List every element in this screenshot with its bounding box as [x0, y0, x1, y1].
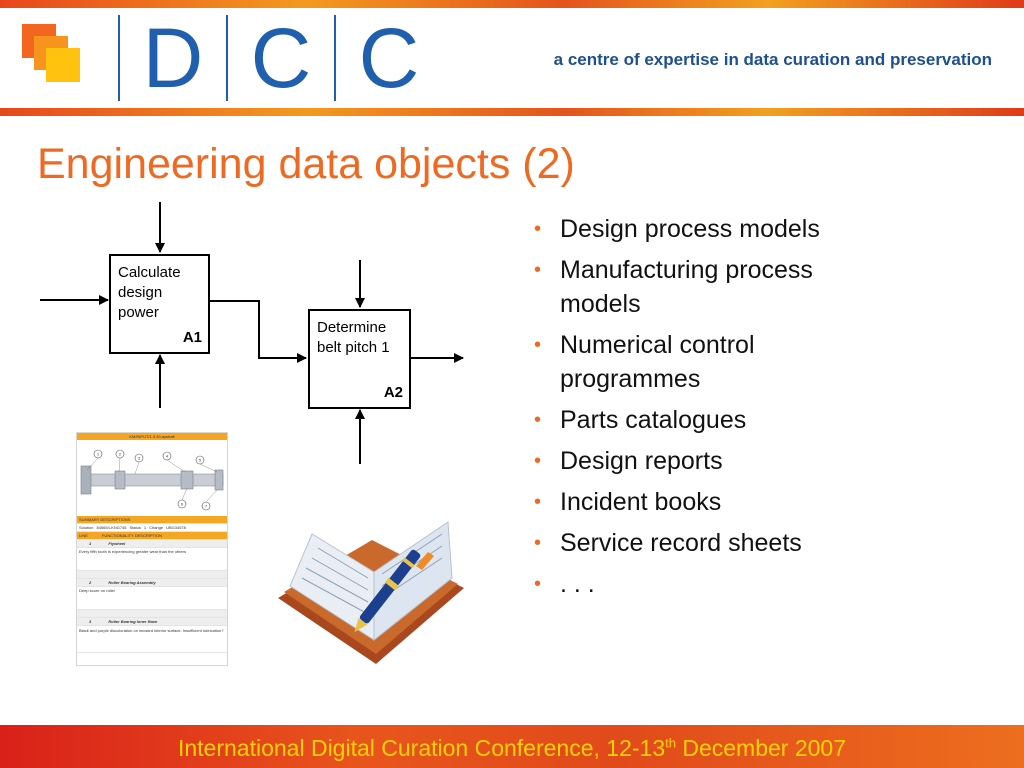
box-a1-label: Calculate design power — [118, 264, 181, 321]
box-a1-id: A1 — [182, 329, 202, 346]
report-summary-header: SUMMARY DESCRIPTIONS — [77, 516, 227, 524]
header-tagline: a centre of expertise in data curation a… — [553, 50, 992, 69]
bullet-list: •Design process models •Manufacturing pr… — [532, 212, 892, 608]
footer-text: International Digital Curation Conferenc… — [177, 735, 846, 761]
report-item-note: Black and purple discoloration on innwar… — [77, 626, 227, 653]
logo-letter-c2: C — [358, 11, 420, 105]
report-line-header: LINE FUNCTIONALITY DESCRIPTION — [77, 532, 227, 540]
bullet-item: •Design reports — [532, 444, 892, 478]
bullet-dot-icon: • — [534, 259, 542, 281]
bullet-item: •Manufacturing process models — [532, 253, 892, 321]
callout-label: 5 — [199, 458, 202, 463]
dcc-logo-squares-icon — [22, 24, 92, 94]
callout-label: 4 — [166, 454, 169, 459]
callout-label: 3 — [138, 456, 141, 461]
process-box-a1: Calculate design power A1 — [109, 254, 210, 354]
bullet-dot-icon: • — [534, 334, 542, 356]
bullet-dot-icon: • — [534, 532, 542, 554]
report-item: 1 Flywheel — [77, 540, 227, 548]
report-title: KM/INPUT/1.3.2/Layshaft — [77, 433, 227, 440]
header-color-band — [0, 108, 1024, 116]
bullet-dot-icon: • — [534, 491, 542, 513]
report-item-note: Every fifth tooth is experiencing greate… — [77, 548, 227, 571]
callout-label: 7 — [205, 504, 208, 509]
callout-label: 2 — [119, 452, 122, 457]
callout-label: 1 — [97, 452, 100, 457]
bullet-dot-icon: • — [534, 450, 542, 472]
incident-report-thumbnail: KM/INPUT/1.3.2/Layshaft 1 2 3 4 5 6 7 — [76, 432, 228, 666]
box-a2-id: A2 — [383, 384, 403, 401]
logo-letter-c1: C — [250, 11, 312, 105]
open-book-with-pen-icon — [278, 521, 464, 664]
diagram-arrows — [40, 202, 464, 464]
bullet-item: •Service record sheets — [532, 526, 892, 560]
bullet-item: •. . . — [532, 567, 892, 601]
top-color-band — [0, 0, 1024, 8]
bullet-item: •Incident books — [532, 485, 892, 519]
footer-band — [0, 725, 1024, 768]
report-item-note: Deep score on roller — [77, 587, 227, 610]
report-item: 2 Roller Bearing Assembly — [77, 579, 227, 587]
dcc-logo: D C C — [118, 12, 442, 104]
report-solution-row: Solution 845654-KNG745 Status 1 Change U… — [77, 524, 227, 532]
slide-title: Engineering data objects (2) — [37, 140, 575, 188]
bullet-dot-icon: • — [534, 409, 542, 431]
callout-label: 6 — [181, 502, 184, 507]
bullet-dot-icon: • — [534, 573, 542, 595]
logo-letter-d: D — [142, 11, 204, 105]
process-box-a2: Determine belt pitch 1 A2 — [308, 309, 411, 409]
shaft-drawing: 1 2 3 4 5 6 7 — [80, 449, 224, 511]
bullet-item: •Parts catalogues — [532, 403, 892, 437]
box-a2-label: Determine belt pitch 1 — [317, 319, 390, 356]
report-item: 3 Roller Bearing Inner Race — [77, 618, 227, 626]
bullet-item: •Design process models — [532, 212, 892, 246]
bullet-dot-icon: • — [534, 218, 542, 240]
bullet-item: •Numerical control programmes — [532, 328, 892, 396]
